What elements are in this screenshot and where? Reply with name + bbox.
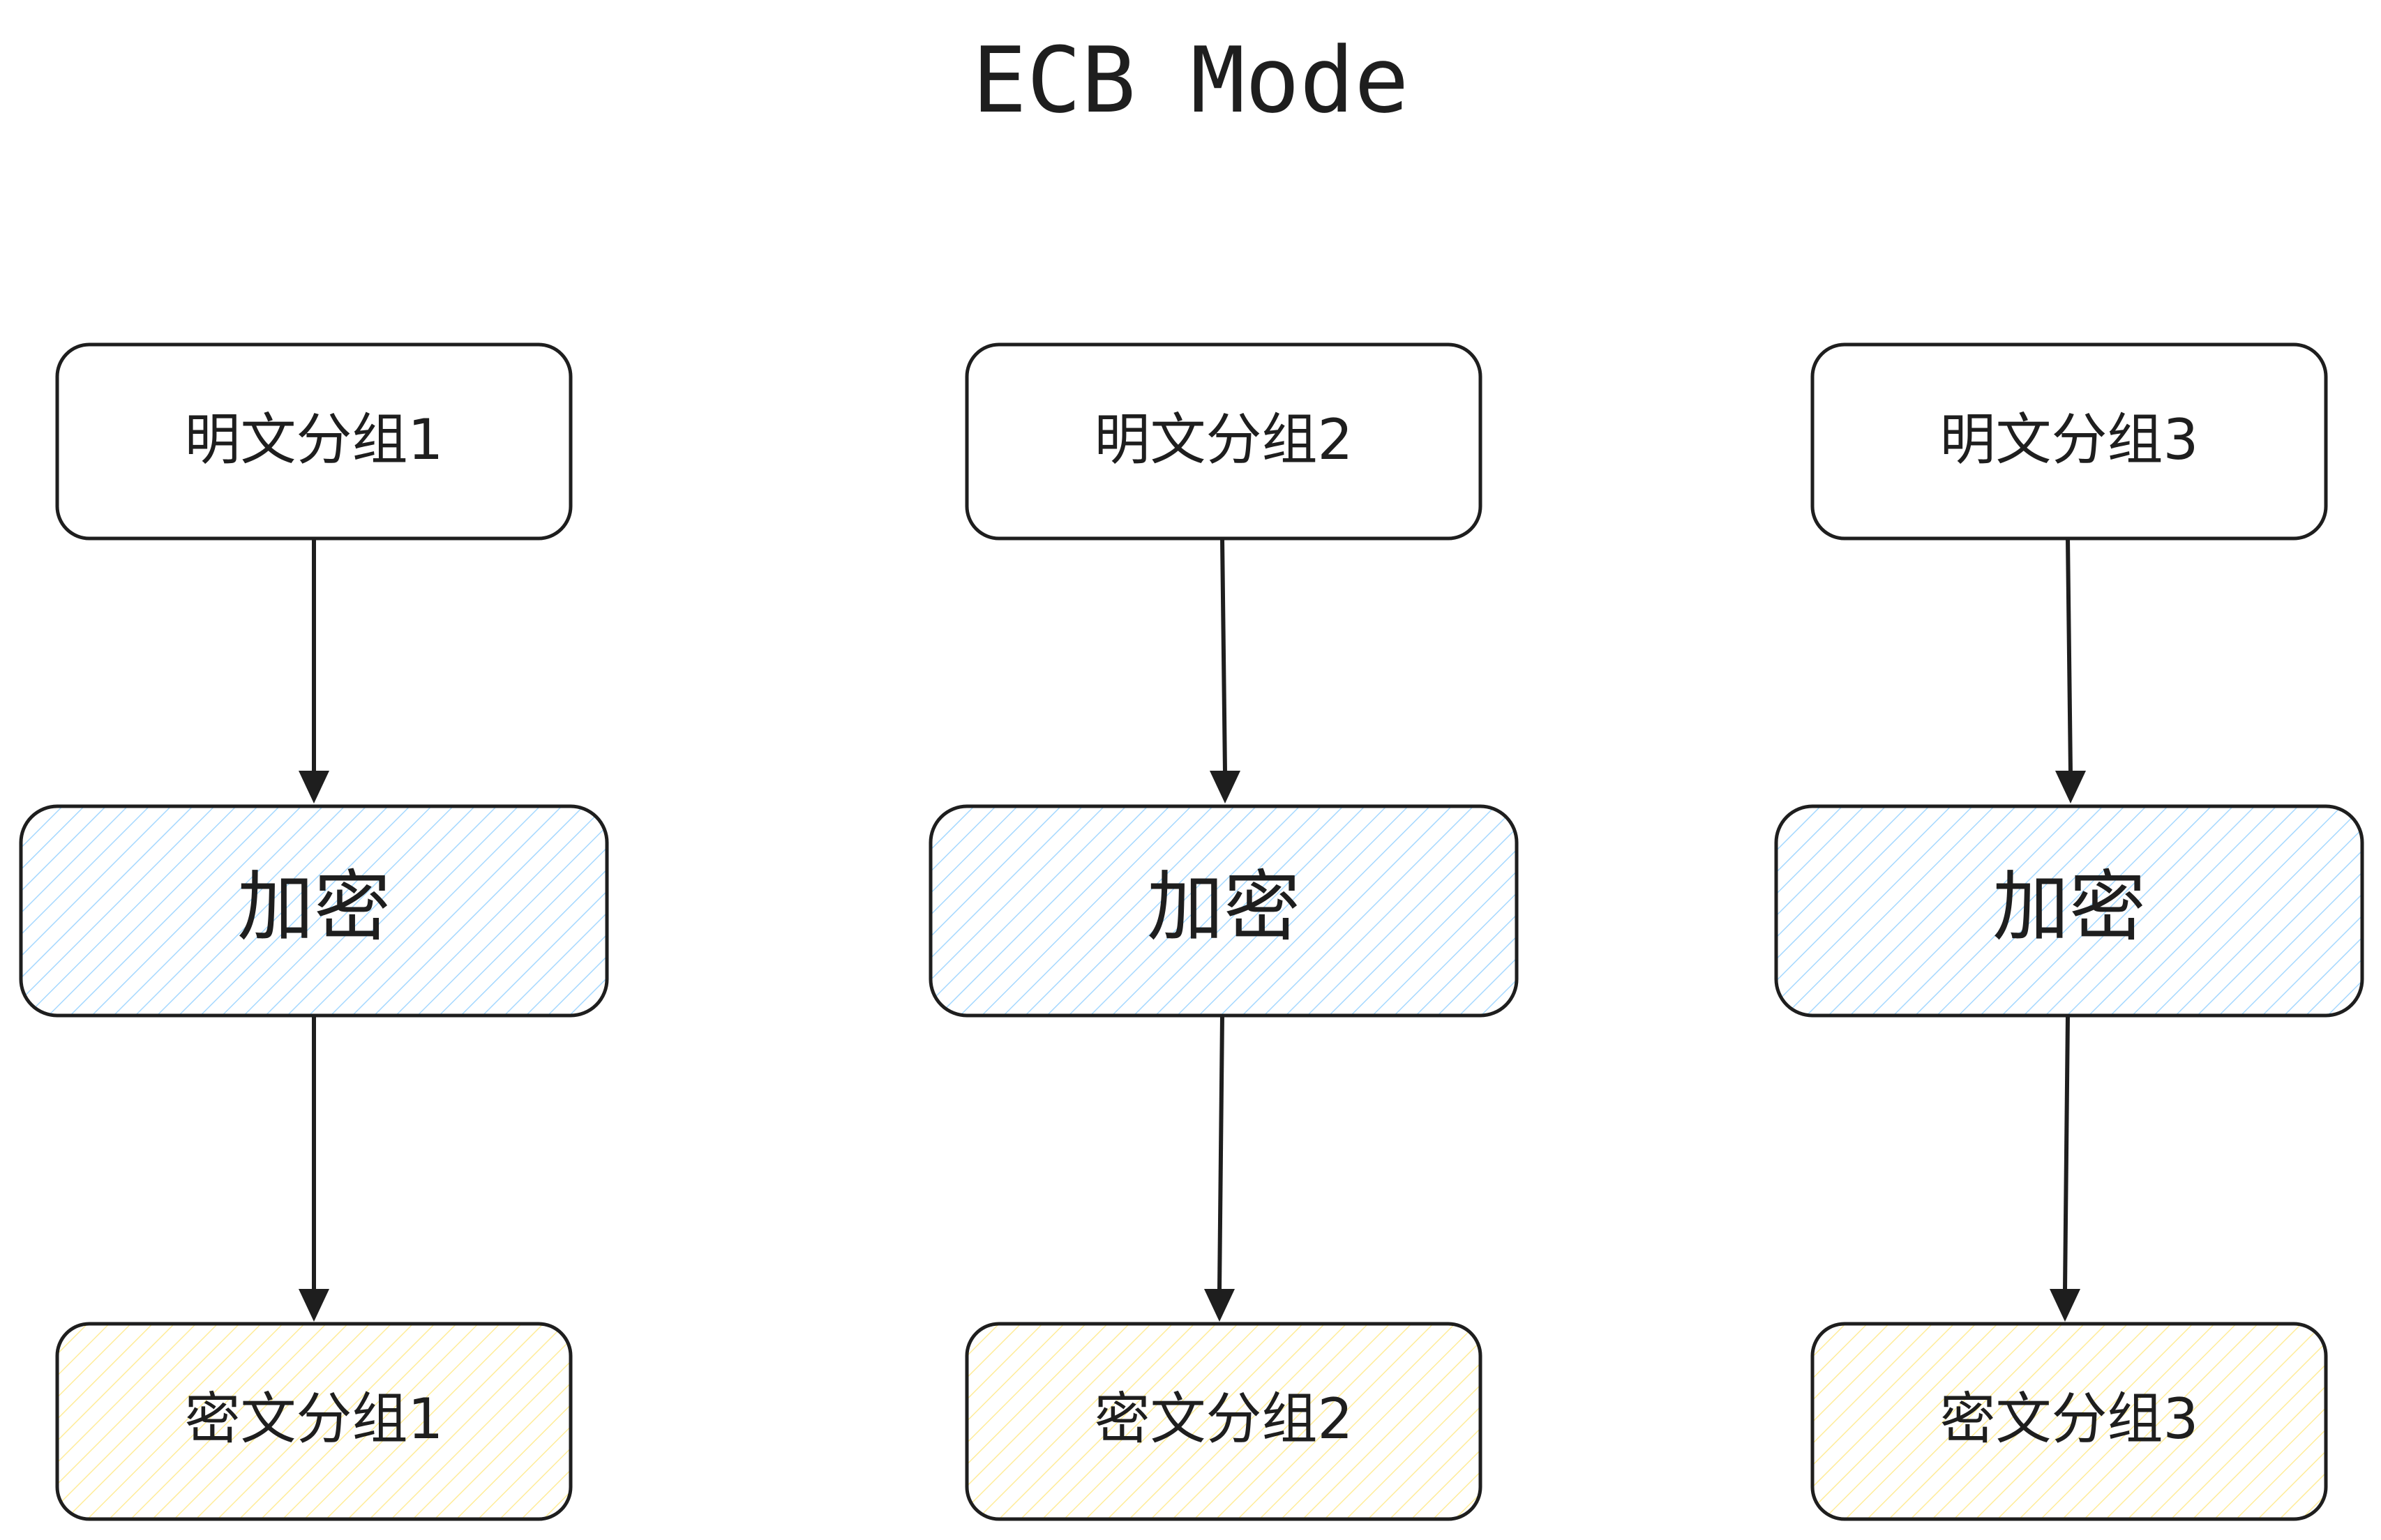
ciphertext-label-3: 密文分组3 xyxy=(1940,1387,2199,1451)
arrowhead-plain-to-encrypt-2 xyxy=(1210,771,1240,803)
ciphertext-block-1 xyxy=(55,1322,573,1521)
encrypt-block-3 xyxy=(1774,804,2364,1018)
arrow-encrypt-to-cipher-2 xyxy=(1217,1015,1224,1291)
arrowhead-plain-to-encrypt-3 xyxy=(2055,771,2086,803)
arrow-encrypt-to-cipher-3 xyxy=(2063,1015,2070,1291)
ciphertext-label-2: 密文分组2 xyxy=(1095,1387,1353,1451)
encrypt-label-2: 加密 xyxy=(1147,862,1300,951)
column-2: 明文分组2 加密 密文分组2 xyxy=(929,342,1519,1521)
ciphertext-block-2 xyxy=(965,1322,1482,1521)
arrow-plain-to-encrypt-3 xyxy=(2066,538,2073,773)
ciphertext-label-1: 密文分组1 xyxy=(185,1387,444,1451)
encrypt-block-2 xyxy=(929,804,1519,1018)
arrowhead-encrypt-to-cipher-2 xyxy=(1204,1289,1235,1322)
plaintext-label-1: 明文分组1 xyxy=(185,407,444,472)
arrowhead-plain-to-encrypt-1 xyxy=(299,771,329,803)
arrow-plain-to-encrypt-2 xyxy=(1220,538,1227,773)
arrowhead-encrypt-to-cipher-1 xyxy=(299,1289,329,1322)
encrypt-label-3: 加密 xyxy=(1992,862,2146,951)
plaintext-label-3: 明文分组3 xyxy=(1940,407,2199,472)
arrowhead-encrypt-to-cipher-3 xyxy=(2050,1289,2080,1322)
ciphertext-block-3 xyxy=(1810,1322,2328,1521)
diagram-title: ECB Mode xyxy=(972,27,1409,133)
column-1: 明文分组1 加密 密文分组1 xyxy=(19,342,609,1521)
column-3: 明文分组3 加密 密文分组3 xyxy=(1774,342,2364,1521)
plaintext-label-2: 明文分组2 xyxy=(1095,407,1353,472)
encrypt-label-1: 加密 xyxy=(237,862,391,951)
